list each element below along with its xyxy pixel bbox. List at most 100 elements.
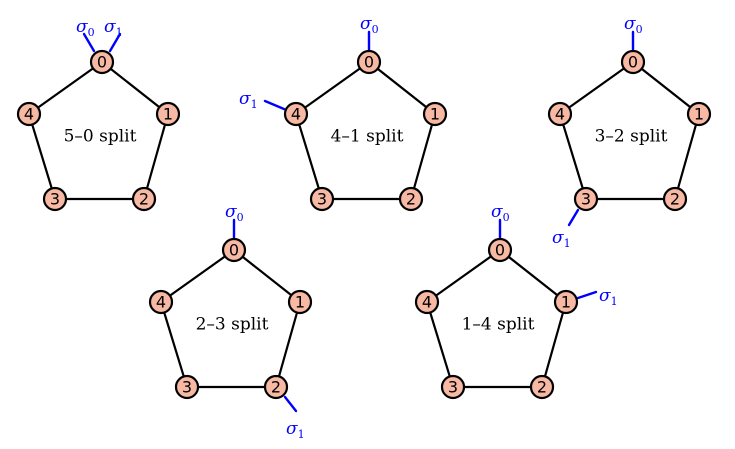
node-label: 3 — [50, 190, 60, 209]
node-0: 0 — [356, 49, 382, 75]
node-circle — [155, 101, 181, 127]
node-0: 0 — [221, 237, 247, 263]
node-0: 0 — [620, 49, 646, 75]
node-2: 2 — [662, 186, 688, 212]
node-circle — [221, 237, 247, 263]
node-circle — [422, 101, 448, 127]
edge-0-1 — [100, 60, 170, 116]
node-4: 4 — [414, 289, 440, 315]
edge-1-2 — [673, 112, 701, 201]
node-label: 4 — [291, 105, 301, 124]
node-circle — [89, 49, 115, 75]
edge-4-0 — [27, 60, 104, 116]
node-circle — [263, 374, 289, 400]
edge-1-2 — [274, 300, 302, 389]
node-circle — [414, 289, 440, 315]
sigma-label: σ0 — [76, 17, 95, 39]
node-label: 2 — [139, 190, 149, 209]
node-3: 3 — [440, 374, 466, 400]
edge-3-4 — [425, 300, 455, 389]
node-label: 3 — [448, 378, 458, 397]
node-label: 0 — [97, 53, 107, 72]
node-circle — [686, 101, 712, 127]
node-circle — [148, 289, 174, 315]
node-1: 1 — [686, 101, 712, 127]
node-circle — [620, 49, 646, 75]
node-circle — [131, 186, 157, 212]
node-3: 3 — [174, 374, 200, 400]
node-label: 1 — [561, 293, 571, 312]
sigma-label: σ0 — [225, 202, 244, 224]
node-1: 1 — [422, 101, 448, 127]
pentagon-diagram-4: σ0 σ1 0 1 2 3 4 1–4 split — [414, 202, 618, 400]
node-label: 0 — [628, 53, 638, 72]
split-label: 3–2 split — [595, 127, 668, 147]
node-0: 0 — [487, 237, 513, 263]
node-circle — [487, 237, 513, 263]
node-label: 0 — [495, 241, 505, 260]
edge-0-1 — [367, 60, 437, 116]
edge-4-0 — [159, 248, 236, 304]
sigma-leg-line — [567, 208, 580, 227]
node-2: 2 — [529, 374, 555, 400]
node-4: 4 — [283, 101, 309, 127]
sigma-label: σ0 — [491, 202, 510, 224]
edge-1-2 — [540, 300, 568, 389]
edge-4-0 — [558, 60, 635, 116]
sigma-leg-line — [82, 32, 96, 53]
node-label: 1 — [694, 105, 704, 124]
node-3: 3 — [42, 186, 68, 212]
edge-3-4 — [558, 112, 588, 201]
sigma-leg-line — [576, 290, 598, 300]
edge-3-4 — [27, 112, 57, 201]
node-circle — [174, 374, 200, 400]
sigma-label: σ0 — [624, 14, 643, 36]
node-label: 0 — [364, 53, 374, 72]
node-label: 3 — [182, 378, 192, 397]
sigma-label: σ1 — [599, 286, 618, 308]
node-0: 0 — [89, 49, 115, 75]
node-circle — [529, 374, 555, 400]
node-label: 2 — [537, 378, 547, 397]
node-1: 1 — [155, 101, 181, 127]
node-circle — [42, 186, 68, 212]
node-label: 1 — [430, 105, 440, 124]
node-label: 4 — [555, 105, 565, 124]
node-4: 4 — [16, 101, 42, 127]
node-circle — [440, 374, 466, 400]
node-label: 1 — [295, 293, 305, 312]
node-1: 1 — [287, 289, 313, 315]
node-1: 1 — [553, 289, 579, 315]
node-2: 2 — [131, 186, 157, 212]
edge-0-1 — [232, 248, 302, 304]
node-circle — [547, 101, 573, 127]
node-2: 2 — [263, 374, 289, 400]
split-label: 1–4 split — [462, 315, 535, 335]
sigma-label: σ1 — [286, 419, 305, 441]
node-circle — [662, 186, 688, 212]
sigma-leg-line — [263, 99, 286, 111]
sigma-label: σ0 — [360, 14, 379, 36]
node-4: 4 — [547, 101, 573, 127]
edge-1-2 — [409, 112, 437, 201]
node-circle — [283, 101, 309, 127]
split-label: 4–1 split — [331, 127, 404, 147]
edge-4-0 — [294, 60, 371, 116]
node-label: 4 — [422, 293, 432, 312]
node-circle — [287, 289, 313, 315]
node-circle — [309, 186, 335, 212]
node-label: 3 — [317, 190, 327, 209]
node-label: 2 — [670, 190, 680, 209]
node-label: 0 — [229, 241, 239, 260]
sigma-label: σ1 — [104, 17, 123, 39]
node-circle — [356, 49, 382, 75]
edge-3-4 — [159, 300, 189, 389]
edge-3-4 — [294, 112, 324, 201]
node-circle — [398, 186, 424, 212]
node-label: 3 — [581, 190, 591, 209]
node-4: 4 — [148, 289, 174, 315]
edge-0-1 — [631, 60, 701, 116]
node-label: 2 — [271, 378, 281, 397]
